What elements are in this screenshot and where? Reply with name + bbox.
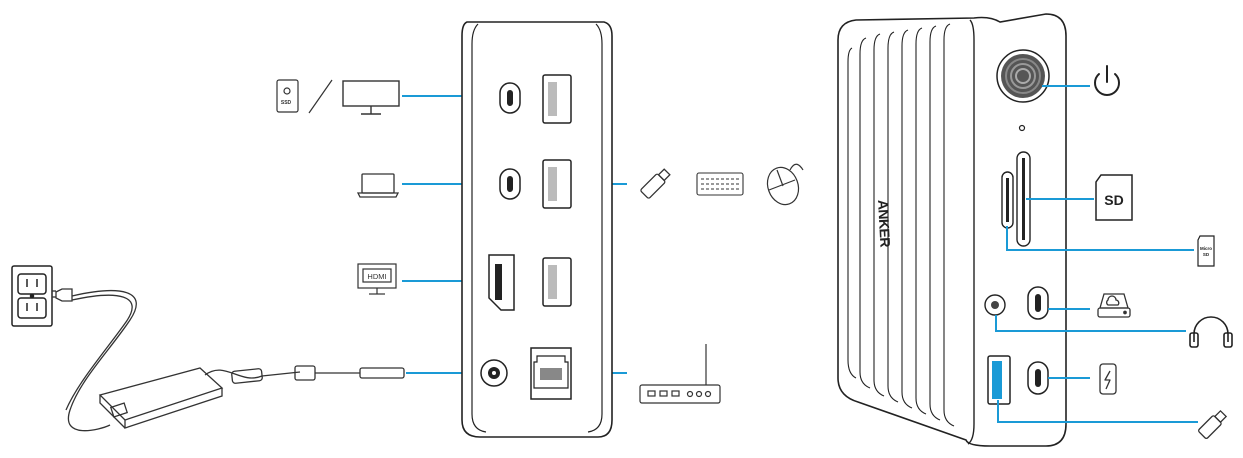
- laptop-icon: [356, 173, 400, 198]
- ssd-label: SSD: [281, 100, 292, 106]
- front-audio-jack: [984, 294, 1006, 316]
- dock-rear-panel: [461, 21, 613, 438]
- rear-hdmi-port: [488, 254, 515, 311]
- rear-dc-in-port: [480, 359, 508, 387]
- front-usb-c-port-1: [1027, 286, 1049, 320]
- external-drive-icon: [1097, 293, 1131, 318]
- dock-front-body: [837, 13, 1067, 447]
- rear-usb-a-port-2: [542, 159, 572, 209]
- front-usb-a-port: [987, 355, 1011, 405]
- keyboard-icon: [696, 172, 744, 196]
- power-icon: [1094, 65, 1120, 96]
- micro-sd-label-line1: Micro: [1200, 246, 1212, 251]
- dock-side-grooves: [847, 23, 955, 427]
- rear-usb-a-port-3: [542, 257, 572, 307]
- status-led: [1018, 124, 1026, 132]
- ssd-icon: SSD: [276, 79, 299, 113]
- brand-logo: ANKER: [875, 199, 893, 247]
- mouse-icon: [766, 163, 804, 206]
- router-icon: [639, 344, 721, 404]
- rear-ethernet-port: [530, 347, 572, 400]
- hdmi-display-icon: HDMI: [357, 263, 397, 295]
- front-power-button: [996, 49, 1050, 103]
- hdmi-label: HDMI: [367, 272, 386, 281]
- slash-divider: [308, 79, 333, 114]
- phone-charging-icon: [1099, 363, 1117, 395]
- headphones-icon: [1189, 316, 1233, 348]
- rear-usb-c-port-1: [499, 82, 521, 114]
- sd-card-icon: SD: [1095, 174, 1133, 221]
- rear-usb-a-port-1: [542, 74, 572, 124]
- power-adapter-icon: [52, 288, 405, 432]
- right-connector-lines: [995, 85, 1198, 423]
- monitor-icon: [342, 80, 400, 115]
- rear-usb-c-port-2: [499, 168, 521, 200]
- usb-flash-drive-icon: [640, 168, 671, 199]
- power-outlet-icon: [11, 265, 53, 327]
- micro-sd-label-line2: SD: [1203, 252, 1210, 257]
- front-usb-c-port-2: [1027, 361, 1049, 395]
- front-micro-sd-slot: [1001, 171, 1014, 229]
- sd-card-label: SD: [1104, 192, 1123, 208]
- micro-sd-card-icon: Micro SD: [1197, 235, 1215, 267]
- front-usb-flash-drive-icon: [1198, 409, 1228, 439]
